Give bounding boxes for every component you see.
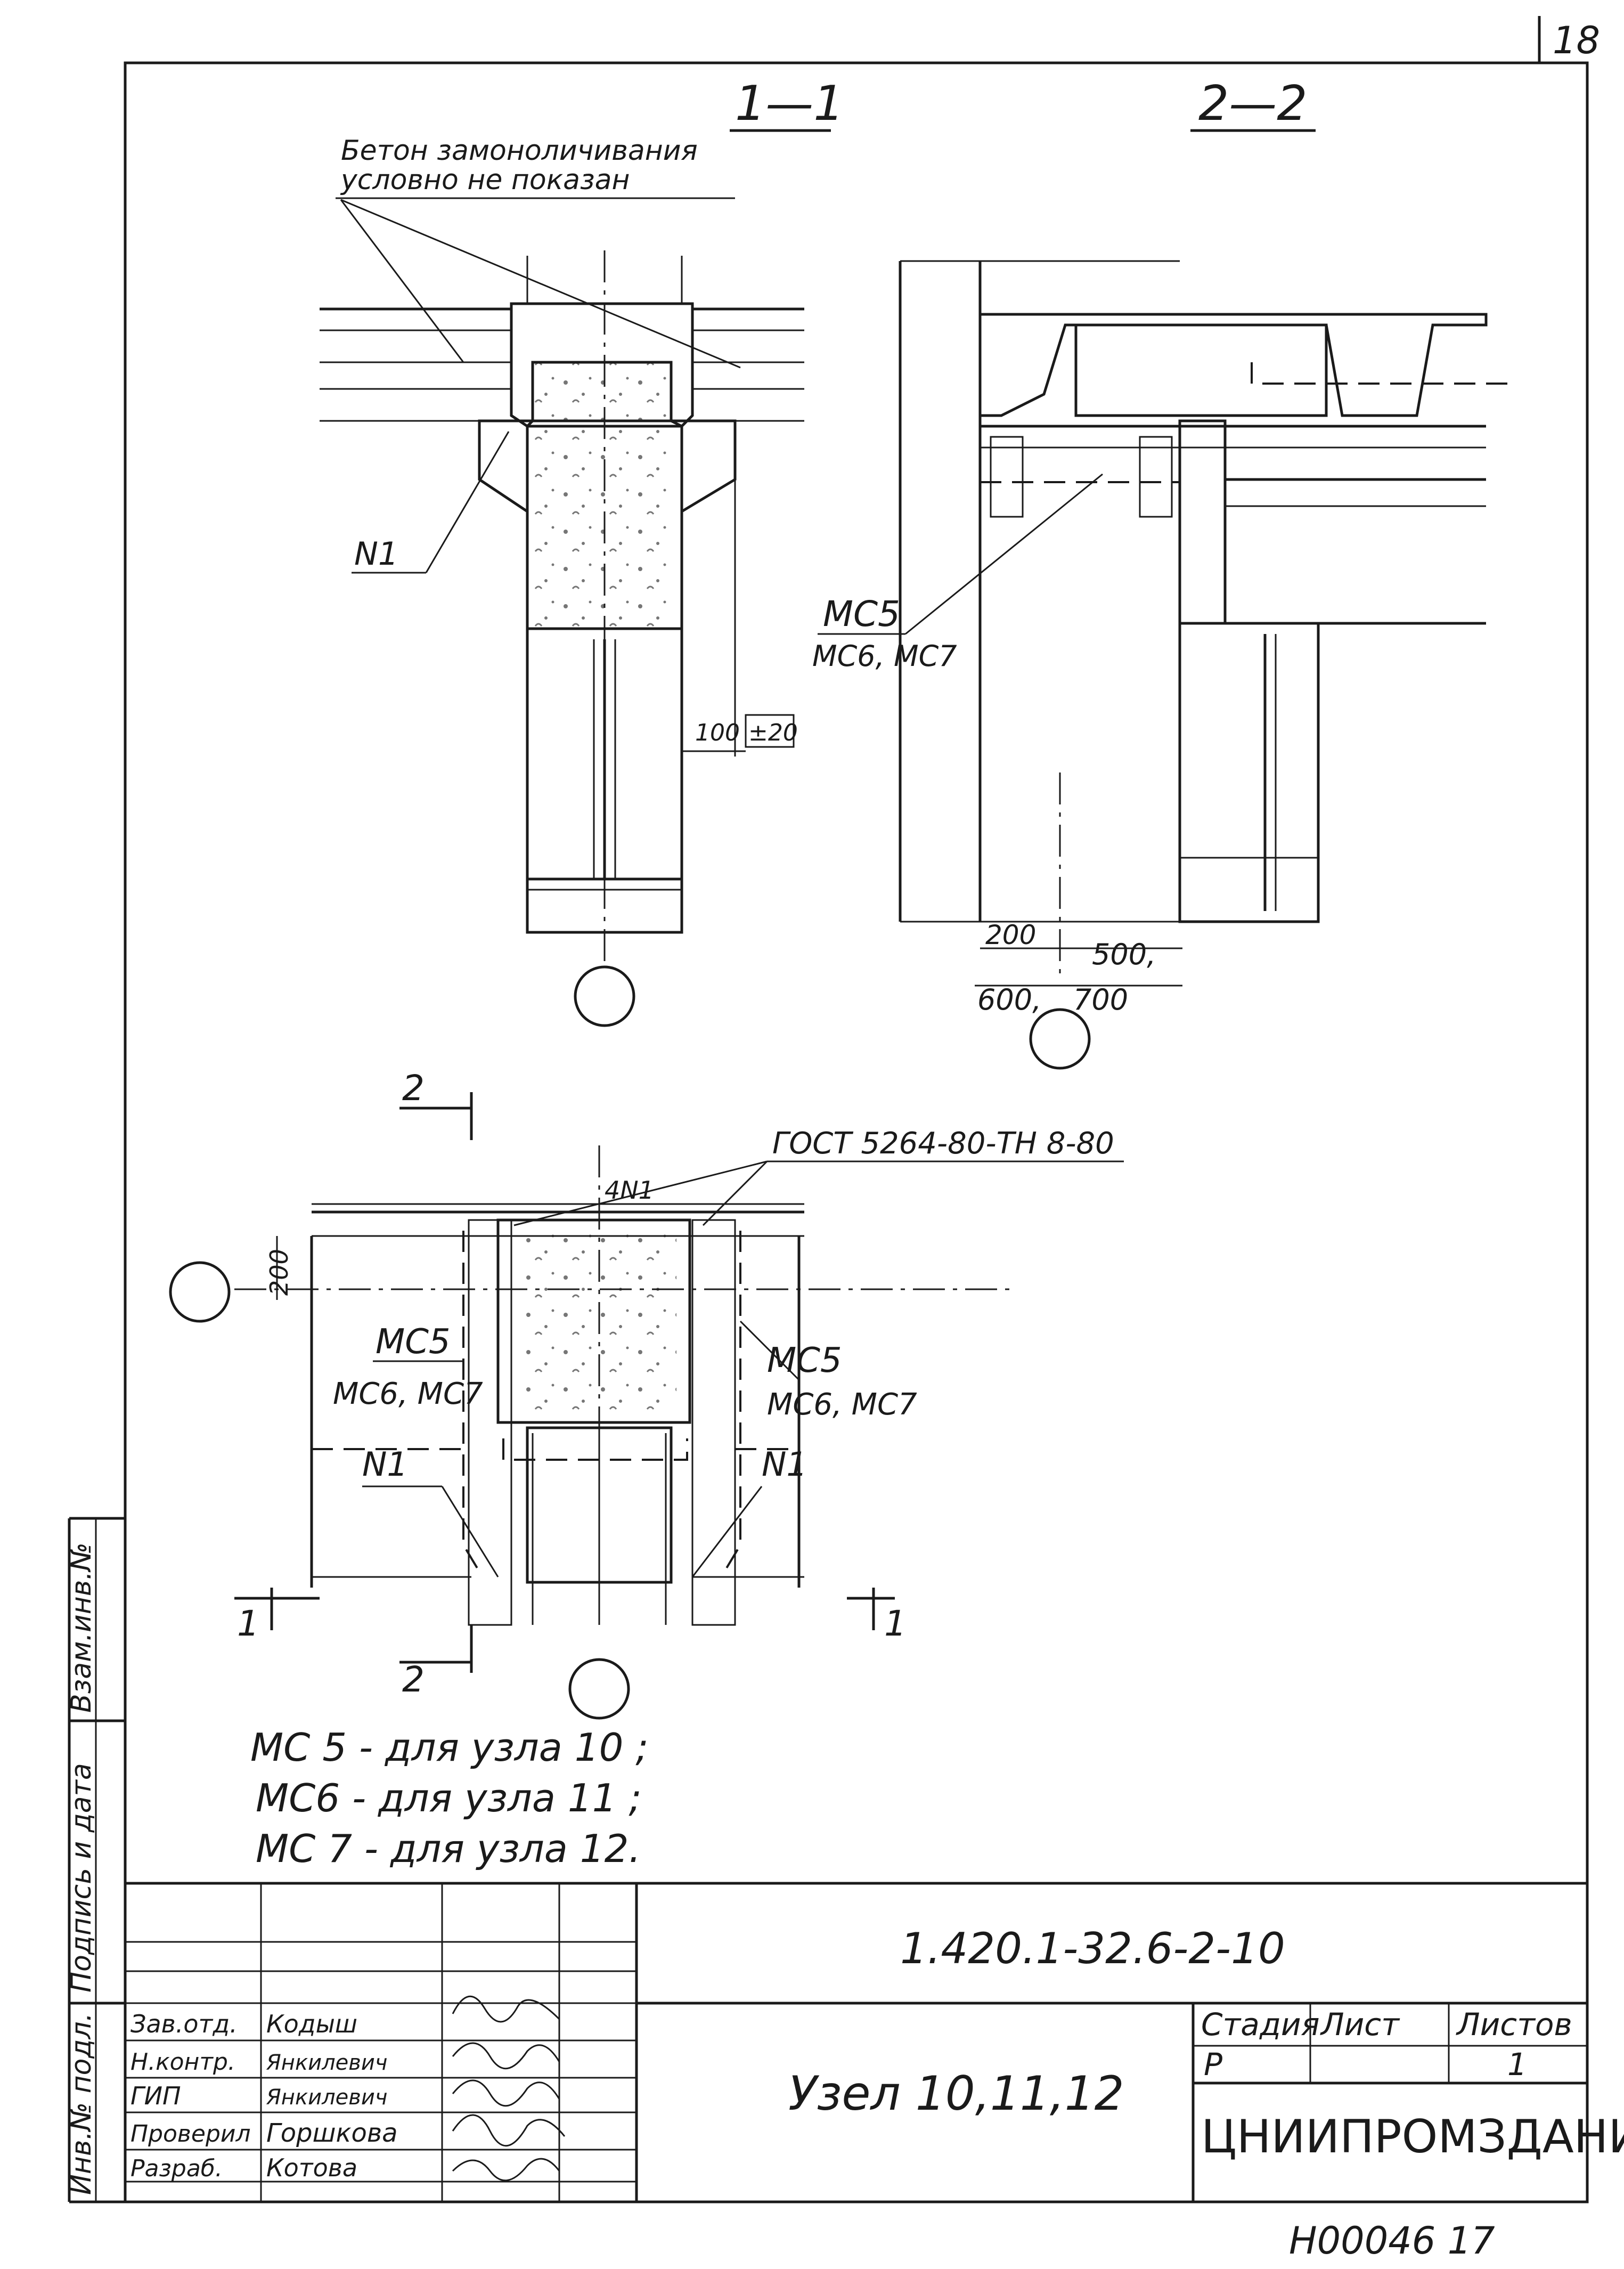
role-3: Проверил: [130, 2120, 251, 2148]
role-0: Зав.отд.: [130, 2010, 238, 2038]
cut-2-top: 2: [402, 1068, 425, 1109]
axis-marker-plan-bottom: [568, 1658, 630, 1720]
label-mc5-section: MC5: [823, 593, 900, 635]
label-gost: ГОСТ 5264-80-ТН 8-80: [772, 1126, 1114, 1161]
people-rows: Зав.отд. Кодыш Н.контр. Янкилевич ГИП Ян…: [130, 2010, 398, 2182]
name-4: Котова: [266, 2153, 357, 2182]
sidebar-strip: Инв.№ подл. Подпись и дата Взам.инв.№: [66, 1517, 125, 2203]
signatures: [452, 1995, 566, 2182]
axis-marker-2-2: [1029, 1008, 1091, 1070]
label-n1-left: N1: [362, 1445, 408, 1484]
page-number: 18: [1553, 19, 1600, 62]
cut-2-bottom: 2: [402, 1659, 425, 1700]
dim-500: 500,: [1092, 938, 1156, 971]
title-block-title: Узел 10,11,12: [788, 2066, 1124, 2121]
dim-200-plan: 200: [265, 1249, 293, 1296]
tolerance-20: ±20: [748, 719, 798, 746]
cut-1-right: 1: [884, 1603, 907, 1644]
note-concrete-line1: Бетон замоноличивания: [341, 135, 698, 167]
legend-line-2: MC6 - для узла 11 ;: [256, 1776, 642, 1820]
label-n1-section: N1: [354, 535, 398, 573]
legend: MC 5 - для узла 10 ; MC6 - для узла 11 ;…: [250, 1725, 649, 1871]
cut-1-left: 1: [237, 1603, 259, 1644]
header-stage: Стадия: [1201, 2006, 1320, 2043]
sidebar-inv-podl: Инв.№ подл.: [66, 2013, 97, 2195]
sidebar-vzam-inv: Взам.инв.№: [66, 1542, 97, 1713]
label-mc5-right: MC5: [767, 1341, 842, 1380]
name-2: Янкилевич: [266, 2085, 387, 2110]
role-1: Н.контр.: [130, 2048, 235, 2076]
label-mc5-left: MC5: [376, 1322, 451, 1362]
label-mc6-mc7-left: MC6, MC7: [333, 1377, 483, 1411]
section-1-1-title: 1—1: [735, 76, 844, 132]
label-4n1: 4N1: [605, 1176, 654, 1205]
organization: ЦНИИПРОМЗДАНИЙ: [1201, 2110, 1624, 2164]
sheet-frame: [124, 16, 1589, 2203]
plan-view: [169, 1092, 1012, 1720]
title-block: [125, 1882, 1587, 2202]
section-2-2-title: 2—2: [1198, 76, 1308, 132]
name-0: Кодыш: [266, 2010, 357, 2038]
dim-700: 700: [1073, 983, 1128, 1016]
label-mc6-mc7-section: MC6, MC7: [812, 639, 957, 673]
axis-marker-plan-left: [169, 1261, 231, 1323]
role-2: ГИП: [130, 2081, 181, 2110]
axis-marker-1-1: [574, 965, 635, 1027]
section-1-1: 1—1: [320, 76, 844, 1027]
section-2-2: 2—2: [899, 76, 1513, 1070]
legend-line-1: MC 5 - для узла 10 ;: [250, 1725, 649, 1770]
dim-200-section: 200: [985, 920, 1036, 950]
name-1: Янкилевич: [266, 2051, 387, 2075]
value-sheets: 1: [1507, 2046, 1527, 2083]
legend-line-3: MC 7 - для узла 12.: [256, 1826, 641, 1871]
header-sheets: Листов: [1456, 2006, 1572, 2043]
note-concrete-line2: условно не показан: [340, 164, 630, 196]
label-n1-right: N1: [762, 1445, 807, 1484]
bottom-stamp: Н00046 17: [1289, 2219, 1495, 2263]
header-sheet: Лист: [1320, 2006, 1400, 2043]
role-4: Разраб.: [130, 2155, 223, 2182]
sidebar-podpis-data: Подпись и дата: [66, 1763, 97, 1993]
doc-code: 1.420.1-32.6-2-10: [900, 1924, 1285, 1973]
name-3: Горшкова: [266, 2118, 398, 2148]
dim-600: 600,: [977, 983, 1041, 1016]
label-mc6-mc7-right: MC6, MC7: [767, 1387, 917, 1422]
value-stage: Р: [1204, 2046, 1222, 2083]
dim-100: 100: [695, 719, 740, 746]
